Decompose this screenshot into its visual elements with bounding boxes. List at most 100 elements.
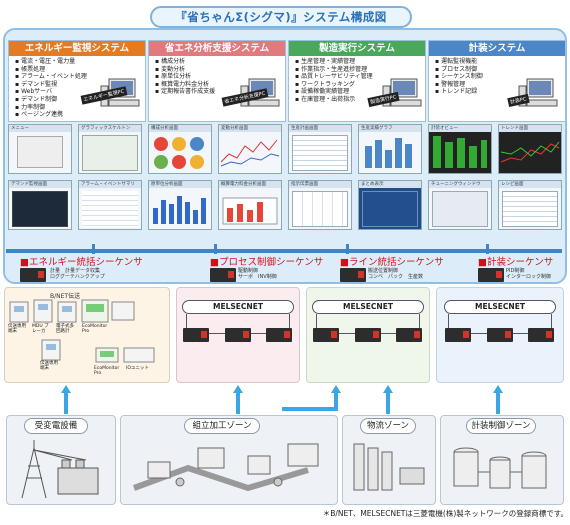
plc-unit — [183, 328, 209, 342]
network-bus-line — [6, 249, 562, 253]
function-item: 力率制御 — [15, 104, 145, 112]
screen-thumbnail: 生産実績グラフ — [358, 124, 422, 174]
function-item: 品質トレーサビリティ管理 — [295, 73, 425, 81]
arrow-up-icon — [331, 385, 341, 393]
plc-unit — [478, 268, 504, 282]
screen-thumbnail: アラーム・イベントサマリ — [78, 180, 142, 230]
screen-group-analysis: 構成分析画面 変動分析画面 原単位分析画面 概算電力料金分析画面 — [148, 122, 286, 232]
screen-thumbnail: 原単位分析画面 — [148, 180, 212, 230]
arrow-shaft — [64, 392, 68, 414]
screen-thumbnail: 構成分析画面 — [148, 124, 212, 174]
assembly-line-illustration — [132, 443, 319, 492]
function-item: プロセス制御 — [435, 66, 565, 74]
function-item: アラーム・イベント処理 — [15, 73, 145, 81]
screen-thumbnail: チューニングウィンドウ — [428, 180, 492, 230]
function-item: 運転監視機能 — [435, 58, 565, 66]
arrow-shaft — [334, 392, 338, 408]
zone-label: 受変電設備 — [24, 418, 88, 434]
system-box-energy: エネルギー監視システム 電流・電圧・電力量 帳票処理 アラーム・イベント処理 デ… — [8, 40, 146, 122]
plc-unit — [225, 328, 251, 342]
system-title: 省エネ分析支援システム — [149, 41, 285, 56]
trademark-footnote: ＊B/NET、MELSECNETは三菱電機(株)製ネットワークの登録商標です。 — [322, 509, 568, 518]
bus-drop — [346, 244, 349, 254]
melsecnet-ring: MELSECNET — [444, 300, 556, 314]
melsecnet-ring: MELSECNET — [182, 300, 294, 314]
function-item: 構成分析 — [155, 58, 285, 66]
screen-thumbnail: 指示伝票画面 — [288, 180, 352, 230]
sequencer-label: ■計装シーケンサ — [478, 257, 554, 268]
logistics-illustration — [353, 443, 425, 491]
system-title: 計装システム — [429, 41, 565, 56]
screen-group-mes: 生産計画画面 生産実績グラフ 指示伝票画面 まとめ表示 — [288, 122, 426, 232]
screen-thumbnail: レシピ画面 — [498, 180, 562, 230]
screen-group-energy: メニュー グラフィックスケルトン デマンド監視画面 アラーム・イベントサマリ — [8, 122, 146, 232]
function-item: 概算電力料金分析 — [155, 81, 285, 89]
io-devices-icon — [41, 339, 155, 363]
system-function-list: 構成分析 変動分析 原単位分析 概算電力料金分析 定期報告書作成支援 — [149, 56, 285, 96]
sequencer-process: ■プロセス制御シーケンサ 駆動制御 サーボ INV制御 — [210, 254, 324, 282]
function-item: 定期報告書作成支援 — [155, 88, 285, 96]
arrow-up-icon — [383, 385, 393, 393]
plc-unit — [266, 328, 292, 342]
plc-unit — [313, 328, 339, 342]
screen-thumbnail: まとめ表示 — [358, 180, 422, 230]
system-box-mes: 製造実行システム 生産管理・実績管理 作業指示・生産進捗管理 品質トレーサビリテ… — [288, 40, 426, 122]
plc-unit — [396, 328, 422, 342]
arrow-link — [282, 407, 338, 411]
screen-thumbnail: 計装オビュー — [428, 124, 492, 174]
zone-label: 組立加工ゾーン — [184, 418, 260, 434]
function-item: ワークトラッキング — [295, 81, 425, 89]
arrow-shaft — [236, 392, 240, 414]
plc-unit — [210, 268, 236, 282]
function-item: 作業指示・生産進捗管理 — [295, 66, 425, 74]
system-title: エネルギー監視システム — [9, 41, 145, 56]
function-item: 生産管理・実績管理 — [295, 58, 425, 66]
tank-plant-illustration — [453, 447, 547, 489]
screen-thumbnail: 変動分析画面 — [218, 124, 282, 174]
plc-unit — [340, 268, 366, 282]
plc-unit — [528, 328, 554, 342]
arrow-up-icon — [61, 385, 71, 393]
function-item: 在庫管理・出荷指示 — [295, 96, 425, 104]
bus-drop — [92, 244, 95, 254]
system-function-list: 運転監視機能 プロセス制御 シーケンス制御 警報管理 トレンド記録 — [429, 56, 565, 96]
screen-thumbnail: トレンド画面 — [498, 124, 562, 174]
melsecnet-ring: MELSECNET — [312, 300, 424, 314]
plc-unit — [20, 268, 46, 282]
function-item: トレンド記録 — [435, 88, 565, 96]
screen-thumbnail: メニュー — [8, 124, 72, 174]
bus-drop — [486, 244, 489, 254]
bus-drop — [214, 244, 217, 254]
function-item: 帳票処理 — [15, 66, 145, 74]
arrow-shaft — [386, 392, 390, 414]
arrow-up-icon — [233, 385, 243, 393]
sequencer-label: ■ライン統括シーケンサ — [340, 257, 444, 268]
screen-group-instrumentation: 計装オビュー トレンド画面 チューニングウィンドウ レシピ画面 — [428, 122, 566, 232]
sequencer-label: ■プロセス制御シーケンサ — [210, 257, 324, 268]
function-item: 電流・電圧・電力量 — [15, 58, 145, 66]
screen-thumbnail: グラフィックスケルトン — [78, 124, 142, 174]
function-item: デマンド監視 — [15, 81, 145, 89]
function-item: 原単位分析 — [155, 73, 285, 81]
function-item: シーケンス制御 — [435, 73, 565, 81]
meter-devices-icon — [9, 299, 135, 323]
screen-thumbnail: 概算電力料金分析画面 — [218, 180, 282, 230]
sequencer-label: ■エネルギー統括シーケンサ — [20, 257, 143, 268]
screen-thumbnail: 生産計画画面 — [288, 124, 352, 174]
system-box-analysis: 省エネ分析支援システム 構成分析 変動分析 原単位分析 概算電力料金分析 定期報… — [148, 40, 286, 122]
function-item: デマンド制御 — [15, 96, 145, 104]
sequencer-energy: ■エネルギー統括シーケンサ 計量 計量データ収集 ロググーテハンクアップ — [20, 254, 143, 282]
sequencer-line: ■ライン統括シーケンサ 搬送位置制御 コンベ パック 生産数 — [340, 254, 444, 282]
sequencer-instrumentation: ■計装シーケンサ PID制御 インターロック制御 — [478, 254, 554, 282]
function-item: 変動分析 — [155, 66, 285, 74]
zone-label: 物流ゾーン — [360, 418, 416, 434]
arrow-up-icon — [493, 385, 503, 393]
screen-thumbnail: デマンド監視画面 — [8, 180, 72, 230]
function-item: 警報管理 — [435, 81, 565, 89]
function-item: 設備稼働実績管理 — [295, 88, 425, 96]
zone-label: 計装制御ゾーン — [466, 418, 536, 434]
function-item: ページング連携 — [15, 111, 145, 119]
bnet-label: B/NET伝送 — [50, 293, 81, 300]
diagram-title: 『省ちゃんΣ(シグマ)』システム構成図 — [150, 6, 412, 28]
